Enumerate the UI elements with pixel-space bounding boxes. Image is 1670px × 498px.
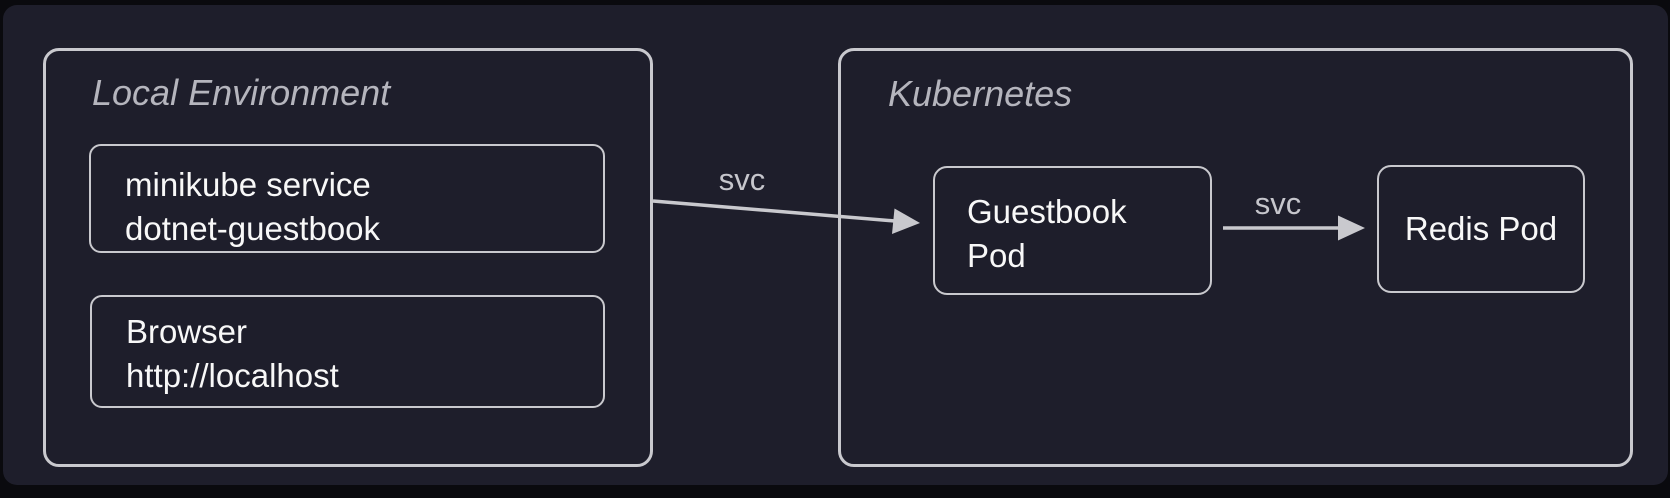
node-minikube-service: minikube service dotnet-guestbook [89, 144, 605, 253]
edge-label-svc-local-to-guestbook: svc [718, 162, 766, 197]
node-browser: Browser http://localhost [90, 295, 605, 408]
node-guestbook-pod-line2: Pod [967, 237, 1026, 274]
group-local-environment [43, 48, 653, 467]
diagram-background-panel [3, 5, 1668, 485]
node-browser-line1: Browser [126, 313, 248, 350]
node-guestbook-pod-line1: Guestbook [967, 193, 1127, 230]
node-browser-line2: http://localhost [126, 357, 339, 394]
group-kubernetes-title: Kubernetes [888, 73, 1073, 114]
node-redis-pod-line1: Redis Pod [1404, 210, 1558, 247]
node-guestbook-pod: Guestbook Pod [933, 166, 1212, 295]
group-local-environment-title: Local Environment [92, 72, 391, 113]
node-redis-pod: Redis Pod [1377, 165, 1585, 293]
node-minikube-service-line2: dotnet-guestbook [125, 210, 381, 247]
edge-label-svc-guestbook-to-redis: svc [1254, 186, 1302, 221]
group-kubernetes [838, 48, 1633, 467]
node-minikube-service-line1: minikube service [125, 166, 371, 203]
